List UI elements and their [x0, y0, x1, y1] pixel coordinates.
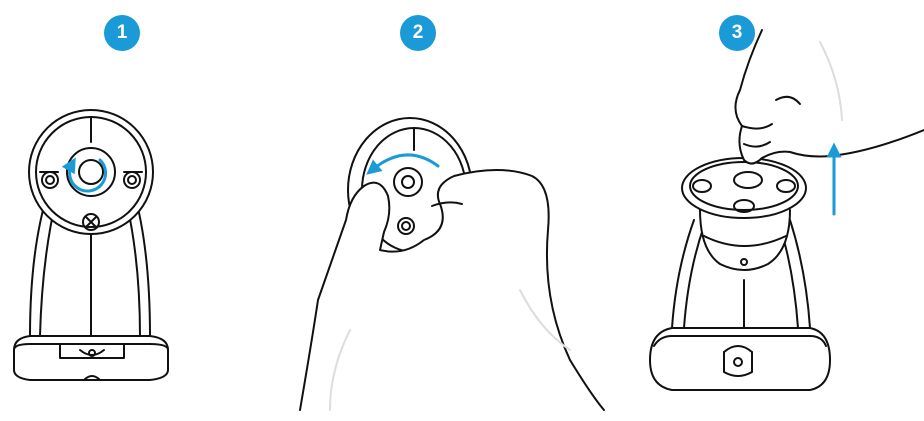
step-1-illustration	[14, 110, 168, 380]
step-3-illustration	[650, 30, 924, 390]
step-1-badge: 1	[104, 15, 140, 51]
step-2-hand	[300, 170, 604, 410]
step-3-ball-joint	[700, 210, 790, 270]
step-2-badge: 2	[400, 15, 436, 51]
step-1-base-plate	[14, 336, 168, 380]
step-1-mount-head	[29, 110, 153, 234]
step-3-hand	[735, 30, 924, 164]
step-3-base-plate	[650, 328, 830, 390]
step-2-illustration	[300, 118, 604, 410]
step-3-badge: 3	[719, 15, 755, 51]
step-3-mount-disc	[682, 158, 806, 218]
